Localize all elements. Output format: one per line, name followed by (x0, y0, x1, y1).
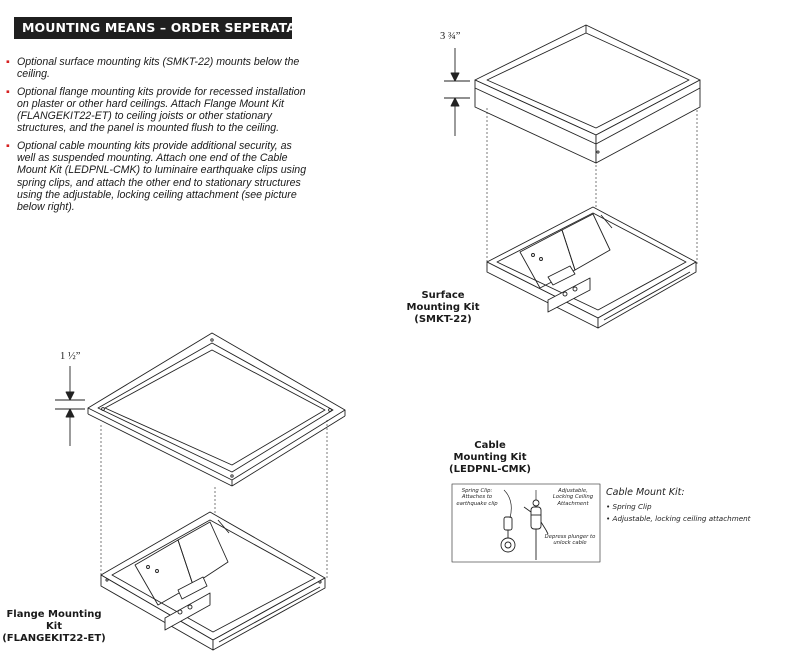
surface-panel-drawing (486, 206, 697, 329)
list-item-text: Adjustable, locking ceiling attachment (612, 514, 751, 523)
label-line: earthquake clip (456, 500, 498, 507)
label-line: Spring Clip: (461, 488, 493, 494)
cable-mount-kit-title: Cable Mount Kit: (606, 487, 685, 498)
bullet-marker: ▪ (6, 85, 10, 98)
bullet-text: Optional flange mounting kits provide fo… (17, 85, 306, 135)
bullet-item: ▪ Optional flange mounting kits provide f… (6, 86, 310, 135)
list-item: • Adjustable, locking ceiling attachment (606, 514, 751, 523)
label-line: Locking Ceiling (552, 494, 594, 501)
flange-kit-frame-drawing (87, 332, 346, 487)
flange-panel-drawing (100, 511, 326, 651)
surface-dimension-arrows (444, 48, 470, 136)
cable-mount-kit-list: • Spring Clip • Adjustable, locking ceil… (606, 501, 751, 525)
flange-dimension-arrows (55, 366, 85, 446)
caption-line: Cable (474, 440, 506, 451)
surface-dimension-label: 3 ¾” (440, 31, 461, 42)
bullet-marker: ▪ (6, 139, 10, 152)
section-header: MOUNTING MEANS – ORDER SEPERATATLY (14, 17, 319, 39)
caption-line: Mounting Kit (406, 302, 480, 313)
caption-line: Mounting Kit (453, 452, 527, 463)
label-line: Depress plunger to (544, 534, 596, 540)
caption-line: (LEDPNL-CMK) (449, 464, 531, 475)
bullet-list: ▪ Optional surface mounting kits (SMKT-22… (6, 56, 310, 219)
ceiling-attachment-label: Adjustable, Locking Ceiling Attachment (548, 488, 598, 507)
surface-kit-caption: Surface Mounting Kit (SMKT-22) (398, 290, 488, 326)
flange-kit-caption: Flange Mounting Kit (FLANGEKIT22-ET) (0, 609, 108, 645)
caption-line: Flange Mounting Kit (6, 609, 102, 632)
bullet-item: ▪ Optional surface mounting kits (SMKT-22… (6, 56, 310, 81)
spring-clip-label: Spring Clip: Attaches to earthquake clip (453, 488, 501, 507)
label-line: unlock cable (553, 540, 587, 547)
caption-line: (SMKT-22) (414, 314, 472, 325)
caption-line: (FLANGEKIT22-ET) (2, 633, 106, 644)
bullet-marker: ▪ (6, 56, 10, 68)
list-item: • Spring Clip (606, 502, 652, 511)
plunger-label: Depress plunger to unlock cable (540, 534, 600, 547)
cable-kit-diagram (451, 483, 601, 563)
label-line: Attachment (557, 500, 589, 507)
list-item-text: Spring Clip (612, 502, 652, 511)
cable-kit-caption: Cable Mounting Kit (LEDPNL-CMK) (440, 440, 540, 476)
bullet-text: Optional cable mounting kits provide add… (17, 139, 307, 214)
flange-dimension-label: 1 ½” (60, 351, 81, 362)
label-line: Attaches to (461, 494, 493, 501)
surface-kit-frame-drawing (474, 24, 701, 164)
label-line: Adjustable, (558, 488, 588, 494)
bullet-text: Optional surface mounting kits (SMKT-22)… (17, 56, 300, 81)
caption-line: Surface (421, 290, 465, 301)
bullet-item: ▪ Optional cable mounting kits provide ad… (6, 140, 310, 214)
